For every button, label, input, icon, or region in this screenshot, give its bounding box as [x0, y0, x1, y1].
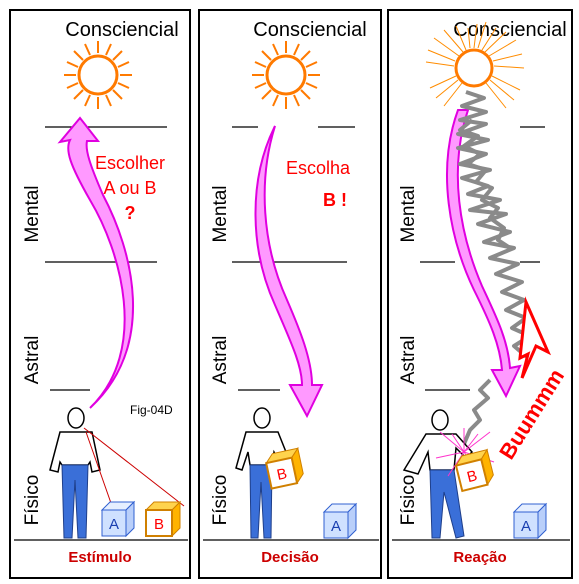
consciencial-label: Consciencial [253, 19, 366, 41]
consciencial-label: Consciencial [453, 19, 566, 41]
chaotic-sun-icon [425, 21, 525, 109]
box-a: A [100, 500, 136, 538]
panel-caption: Reação [453, 549, 506, 566]
perception-line [83, 427, 185, 507]
svg-text:B: B [465, 467, 479, 486]
person-figure [235, 407, 291, 539]
thought-text-line-2: A ou B [103, 178, 156, 198]
panel-caption: Decisão [261, 549, 319, 566]
plane-label-mental: Mental [210, 185, 231, 242]
thought-text-line-3: ? [125, 203, 136, 223]
lightning-bolt-icon [518, 296, 552, 379]
panel-reacao: Consciencial [387, 9, 573, 579]
downward-arrow-icon [254, 125, 324, 419]
scribble-turbulence [456, 90, 532, 445]
plane-label-mental: Mental [398, 185, 419, 242]
svg-text:B: B [154, 516, 164, 533]
sun-icon [252, 41, 320, 109]
thought-text-line-1: Escolher [95, 153, 165, 173]
upward-arrow-icon [57, 116, 134, 409]
plane-label-astral: Astral [22, 336, 43, 385]
sun-icon [64, 41, 132, 109]
plane-label-mental: Mental [22, 185, 43, 242]
plane-label-fisico: Físico [22, 475, 43, 526]
box-b-carried: B [265, 446, 304, 490]
perception-line [85, 431, 113, 507]
thought-text-line-1: Escolha [286, 158, 351, 178]
downward-arrow-icon [446, 109, 522, 399]
panel-frame [9, 9, 191, 579]
thought-text-line-2: B ! [323, 190, 347, 210]
panel-caption: Estímulo [68, 549, 131, 566]
box-b-thrown: B [454, 448, 494, 493]
plane-label-fisico: Físico [398, 475, 419, 526]
plane-label-astral: Astral [210, 336, 231, 385]
svg-text:A: A [331, 518, 341, 535]
figure-id-label: Fig-04D [130, 403, 173, 417]
panel-decisao: Consciencial [198, 9, 382, 579]
box-a: A [512, 502, 548, 540]
svg-text:A: A [109, 516, 119, 533]
plane-label-fisico: Físico [210, 475, 231, 526]
box-a: A [322, 502, 358, 540]
svg-text:A: A [521, 518, 531, 535]
plane-label-astral: Astral [398, 336, 419, 385]
panel-estimulo: Consciencial [9, 9, 191, 579]
consciencial-label: Consciencial [65, 19, 178, 41]
person-figure [49, 407, 101, 539]
box-b: B [144, 500, 182, 538]
svg-text:B: B [275, 465, 288, 484]
